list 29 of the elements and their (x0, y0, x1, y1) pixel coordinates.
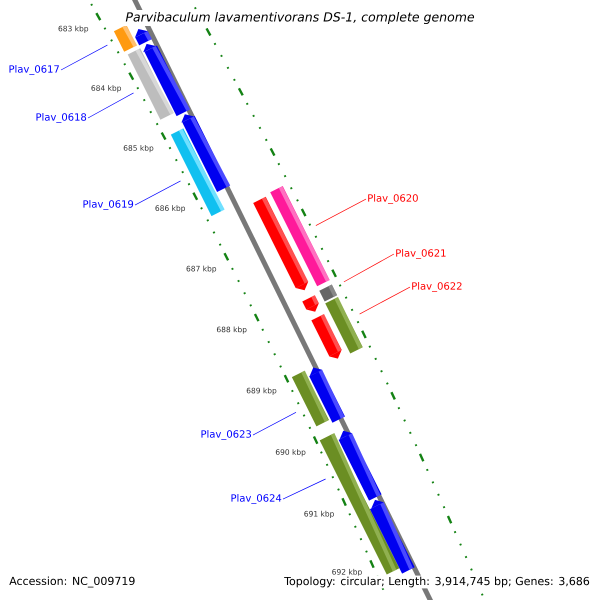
gene-label: Plav_0617 (9, 65, 59, 75)
gene-label: Plav_0618 (36, 113, 86, 123)
gene-label: Plav_0622 (412, 282, 462, 292)
gene-label: Plav_0621 (396, 249, 446, 259)
gene-bar (319, 284, 338, 302)
gene-bar (338, 430, 382, 501)
gene-bar (143, 44, 190, 116)
gene-bar (114, 24, 138, 52)
gene-bar (370, 500, 415, 574)
leader-line (282, 478, 326, 500)
leader-line (134, 180, 181, 206)
leader-line (252, 412, 296, 436)
leader-line (344, 254, 394, 282)
leader-line (316, 198, 366, 226)
gene-bar (253, 196, 308, 290)
gene-bar (311, 314, 342, 359)
leader-line (88, 92, 134, 118)
footer-text: Topology: circular; Length: 3,914,745 bp; Genes: 3,686 (283, 576, 591, 588)
gene-bar (309, 368, 345, 423)
gene-bar (181, 114, 230, 192)
gene-label: Plav_0619 (83, 200, 134, 210)
gene-bar (302, 295, 319, 312)
gene-label: Plav_0623 (201, 430, 251, 440)
leader-line (359, 286, 410, 314)
title: Parvibaculum lavamentivorans DS-1, complete genome (123, 10, 477, 26)
leader-line (60, 44, 108, 70)
footer-text: Accession: NC_009719 (8, 576, 136, 588)
gene-label: Plav_0620 (368, 194, 418, 204)
gene-label: Plav_0624 (231, 494, 282, 504)
